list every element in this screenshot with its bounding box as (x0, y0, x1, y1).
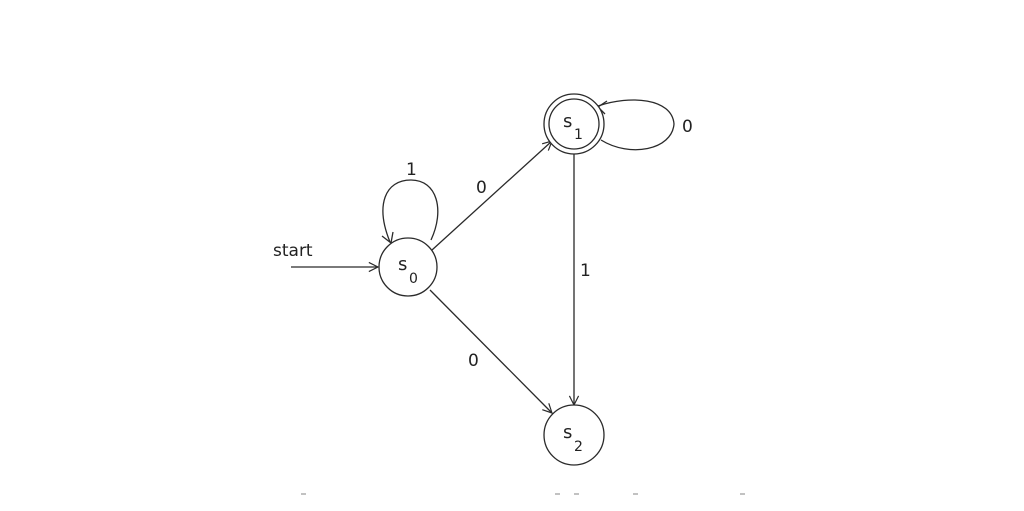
edge-s0-s1 (431, 141, 552, 251)
state-s2-circle (543, 404, 605, 466)
edge-s0-s0-label: 1 (406, 160, 417, 180)
state-s0-subscript: 0 (409, 271, 418, 287)
state-s2-subscript: 2 (574, 439, 583, 455)
state-s1: s 1 (543, 93, 605, 155)
edge-s0-s2-label: 0 (468, 351, 479, 371)
state-s2-letter: s (563, 422, 572, 443)
state-s1-letter: s (563, 111, 572, 132)
state-s1-subscript: 1 (574, 127, 583, 143)
state-s2: s 2 (543, 404, 605, 466)
edge-s0-s1-label: 0 (476, 178, 487, 198)
start-label: start (273, 241, 313, 261)
state-s1-inner-circle (548, 98, 600, 150)
edge-s1-s2-label: 1 (580, 261, 591, 281)
state-s0-circle (378, 237, 438, 297)
edge-s0-s0 (382, 179, 439, 243)
state-s0-letter: s (398, 254, 407, 275)
state-s0: s 0 (378, 237, 438, 297)
edge-s1-s1-label: 0 (682, 117, 693, 137)
edge-s0-s2 (429, 289, 552, 413)
edge-s1-s1 (597, 99, 675, 151)
